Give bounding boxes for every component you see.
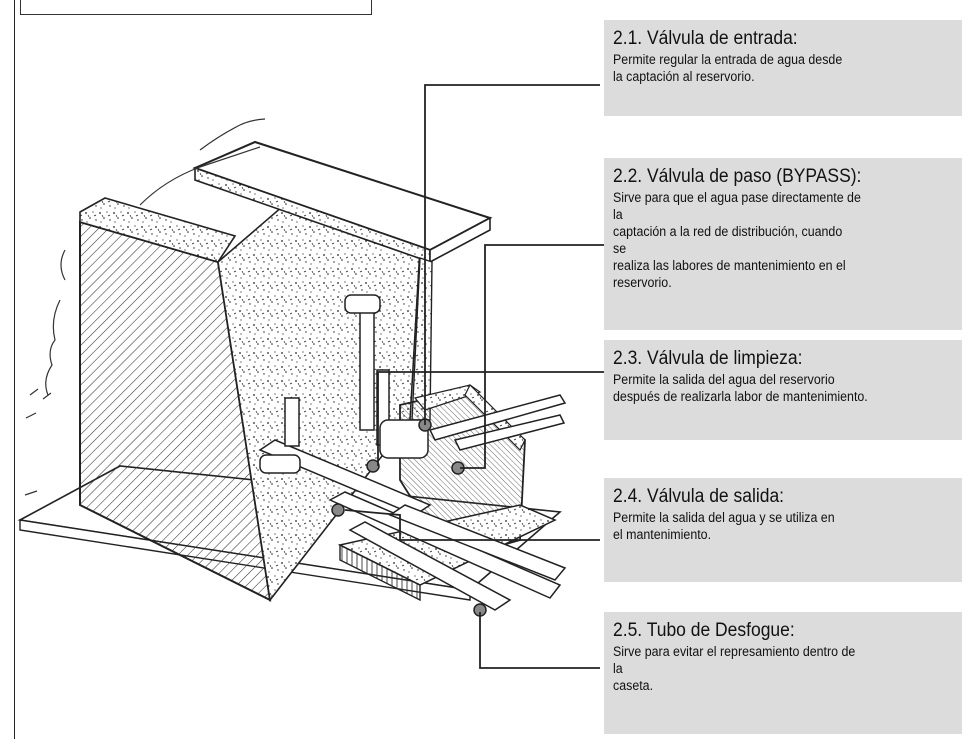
figure-frame [14,0,968,739]
leader-lines [344,84,604,669]
caption-box [20,0,372,15]
callout-description: Sirve para que el agua pase directamente… [613,190,861,290]
callout-title: 2.1. Válvula de entrada: [613,28,798,49]
callout-description: Sirve para evitar el represamiento dentr… [613,644,856,693]
callout-tubo-desfogue: 2.5. Tubo de Desfogue: Sirve para evitar… [604,612,962,734]
pipes [258,294,567,611]
callout-valvula-salida: 2.4. Válvula de salida: Permite la salid… [604,478,962,582]
callout-title: 2.3. Válvula de limpieza: [613,348,803,369]
callout-valvula-entrada: 2.1. Válvula de entrada: Permite regular… [604,20,962,116]
callout-title: 2.4. Válvula de salida: [613,486,785,507]
callout-title: 2.5. Tubo de Desfogue: [613,620,795,641]
callout-valvula-limpieza: 2.3. Válvula de limpieza: Permite la sal… [604,340,962,440]
callout-description: Permite la salida del agua del reservori… [613,372,868,404]
callout-description: Permite regular la entrada de agua desde… [613,52,843,84]
terrain-sketch [24,118,266,496]
callout-title: 2.2. Válvula de paso (BYPASS): [613,166,862,187]
callout-valvula-paso: 2.2. Válvula de paso (BYPASS): Sirve par… [604,158,962,330]
callout-description: Permite la salida del agua y se utiliza … [613,510,835,542]
